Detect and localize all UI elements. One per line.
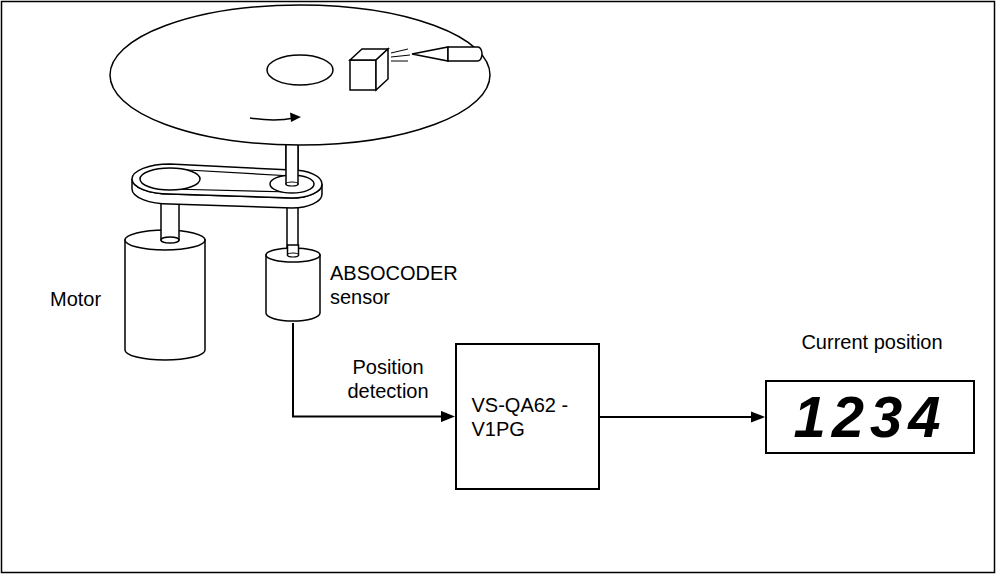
disc-hub bbox=[267, 55, 333, 85]
tool-cone bbox=[412, 47, 448, 61]
shaft-base bbox=[286, 182, 298, 186]
turntable-disc bbox=[110, 5, 490, 145]
sensor-node: ABSOCODER sensor bbox=[265, 247, 321, 323]
text-slot: VS-QA62 -V1PG bbox=[457, 345, 598, 488]
text-slot: ABSOCODER sensor bbox=[330, 261, 470, 309]
text-slot: Current position bbox=[747, 330, 997, 354]
disc-shaft-upper bbox=[286, 140, 298, 184]
edge-label: Position detection bbox=[333, 355, 443, 403]
label-slot: Motor bbox=[50, 287, 101, 311]
spark-line bbox=[391, 49, 408, 53]
sensor-body bbox=[266, 255, 320, 321]
rotation-arrowhead bbox=[290, 113, 301, 123]
position-display: Current position1234 bbox=[765, 380, 975, 454]
text-slot: 1234 bbox=[767, 382, 973, 452]
label-slot: Position detection bbox=[333, 355, 443, 403]
part-name: Motor bbox=[50, 287, 101, 311]
workpiece-side bbox=[376, 49, 388, 90]
display-heading: Current position bbox=[747, 330, 997, 354]
controller-name: VS-QA62 -V1PG bbox=[472, 393, 584, 441]
spark-line bbox=[391, 55, 410, 57]
signal-line bbox=[600, 416, 751, 418]
motor-shaft-base bbox=[161, 237, 179, 243]
motor-pulley bbox=[140, 168, 200, 190]
motor-body bbox=[125, 240, 205, 360]
spark-line bbox=[391, 61, 408, 62]
sensor-label: ABSOCODER sensor bbox=[330, 261, 470, 309]
tool-body bbox=[448, 47, 482, 61]
rotation-arrow bbox=[250, 118, 294, 120]
controller-box: VS-QA62 -V1PG bbox=[455, 343, 600, 490]
sensor-cylinder bbox=[265, 247, 321, 323]
display-value: 1234 bbox=[793, 388, 946, 446]
sensor-shaft-base bbox=[288, 253, 299, 257]
workpiece-front bbox=[350, 60, 376, 90]
